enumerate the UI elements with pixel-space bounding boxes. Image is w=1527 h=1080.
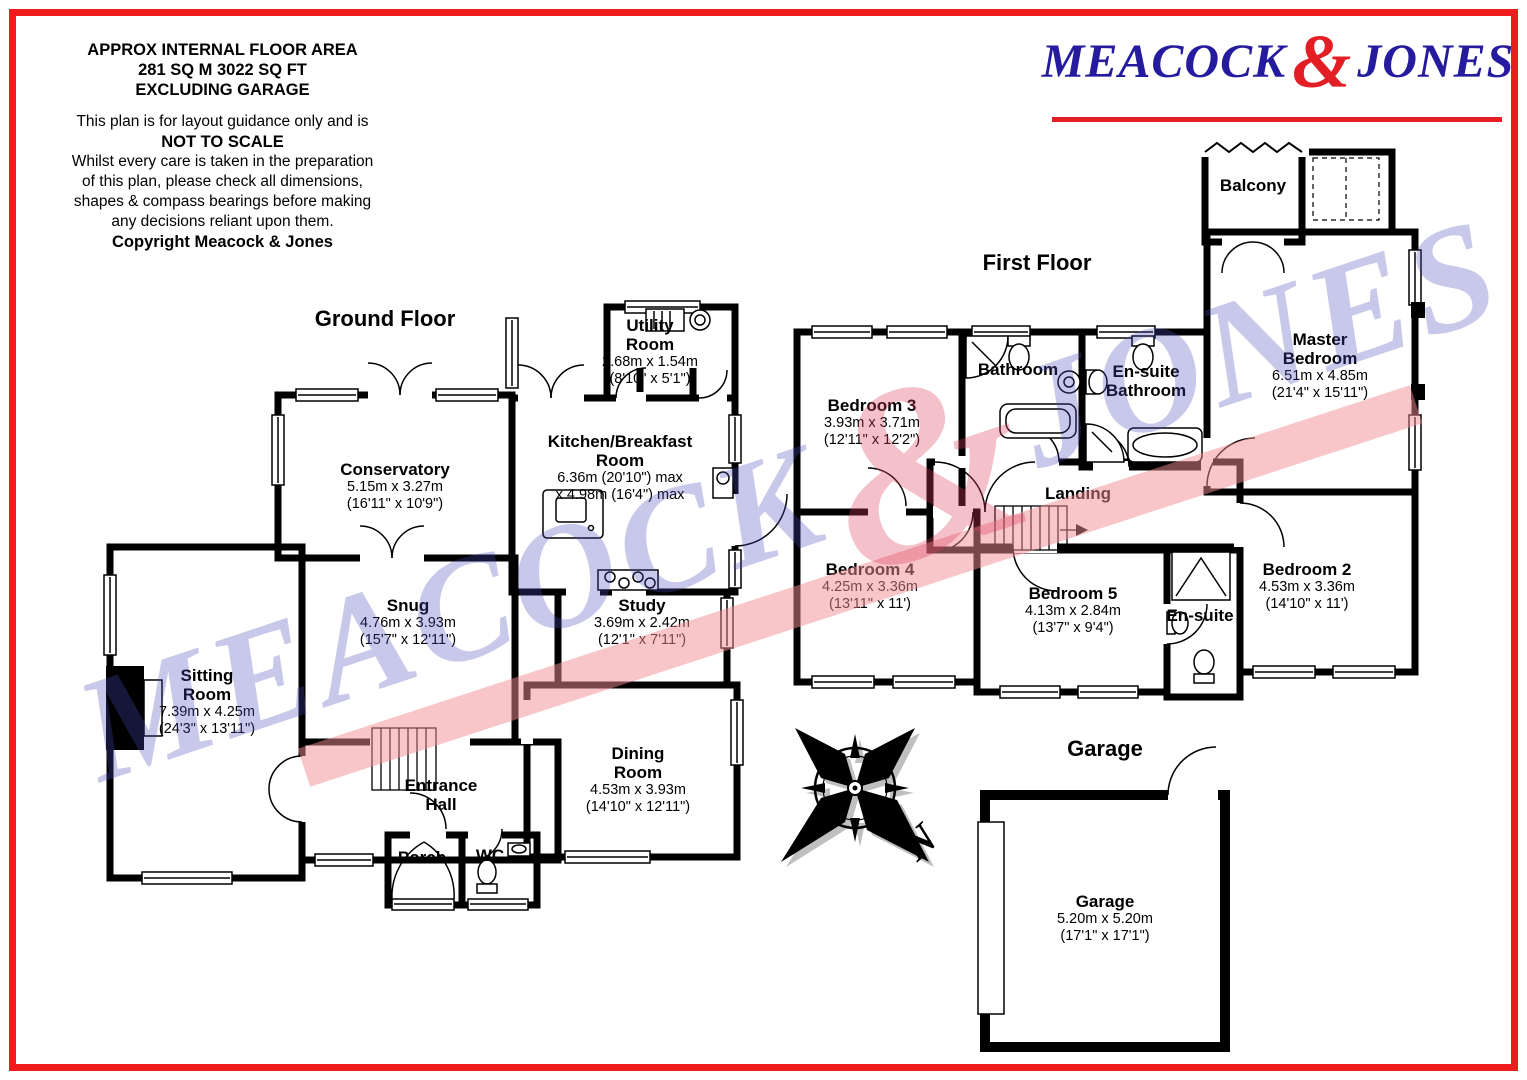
room-label-snug: Snug 4.76m x 3.93m (15'7" x 12'11") [318, 596, 498, 649]
room-dim-metric: 3.69m x 2.42m [594, 615, 690, 631]
room-name: Bedroom 2 [1262, 560, 1352, 579]
room-name: Utility [626, 316, 674, 335]
disclaimer-line: NOT TO SCALE [161, 133, 284, 151]
room-label-landing: Landing [988, 484, 1168, 503]
room-name: Hall [425, 795, 457, 814]
room-dim-metric: 5.20m x 5.20m [1057, 911, 1153, 927]
room-dim-imperial: x 4.98m (16'4") max [555, 487, 685, 503]
room-label-study: Study 3.69m x 2.42m (12'1" x 7'11") [552, 596, 732, 649]
room-label-bedroom-2: Bedroom 2 4.53m x 3.36m (14'10" x 11') [1217, 560, 1397, 613]
disclaimer-line: This plan is for layout guidance only an… [76, 113, 369, 130]
garage-title: Garage [1067, 736, 1143, 761]
room-name: Room [595, 451, 645, 470]
room-label-kitchen: Kitchen/Breakfast Room 6.36m (20'10") ma… [530, 432, 710, 504]
disclaimer-line: shapes & compass bearings before making [73, 193, 372, 210]
room-name: Bedroom 5 [1028, 584, 1118, 603]
disclaimer-line: any decisions reliant upon them. [111, 213, 334, 230]
room-dim-imperial: (15'7" x 12'11") [359, 632, 457, 648]
logo-word-right: JONES [1357, 35, 1515, 88]
room-dim-imperial: (21'4" x 15'11") [1271, 385, 1369, 401]
floor-area-line: EXCLUDING GARAGE [135, 81, 310, 99]
room-name: Room [182, 685, 232, 704]
floor-area-line: 281 SQ M 3022 SQ FT [138, 61, 307, 79]
room-name: Garage [1075, 892, 1135, 911]
room-label-entrance-hall: Entrance Hall [351, 776, 531, 814]
room-name: Conservatory [340, 460, 450, 479]
room-name: Balcony [1219, 176, 1287, 195]
room-dim-metric: 7.39m x 4.25m [159, 704, 255, 720]
room-dim-imperial: (14'10" x 12'11") [585, 799, 691, 815]
room-name: Sitting [180, 666, 234, 685]
room-name: Room [625, 335, 675, 354]
room-name: Dining [611, 744, 665, 763]
room-name: Bedroom 4 [825, 560, 915, 579]
room-dim-imperial: (17'1" x 17'1") [1060, 928, 1150, 944]
room-dim-imperial: (16'11" x 10'9") [346, 496, 444, 512]
room-dim-imperial: (13'11" x 11') [829, 596, 911, 612]
room-name: Bedroom [1282, 349, 1358, 368]
room-label-utility: Utility Room 2.68m x 1.54m (8'10" x 5'1"… [560, 316, 740, 388]
room-name: WC [475, 846, 505, 865]
room-dim-imperial: (12'1" x 7'11") [597, 632, 687, 648]
wardrobe-dashed [1312, 157, 1380, 221]
room-dim-imperial: (8'10" x 5'1") [609, 371, 691, 387]
room-dim-metric: 6.36m (20'10") max [557, 470, 683, 486]
disclaimer-line: Whilst every care is taken in the prepar… [71, 153, 374, 170]
floor-area-line: APPROX INTERNAL FLOOR AREA [87, 41, 358, 59]
room-name: En-suite [1112, 362, 1180, 381]
first-floor-title: First Floor [982, 250, 1092, 275]
room-dim-metric: 3.93m x 3.71m [824, 415, 920, 431]
room-dim-metric: 6.51m x 4.85m [1272, 368, 1368, 384]
room-dim-metric: 4.53m x 3.93m [590, 782, 686, 798]
room-label-porch: Porch [332, 848, 512, 867]
header-block: APPROX INTERNAL FLOOR AREA 281 SQ M 3022… [25, 40, 420, 252]
room-dim-metric: 2.68m x 1.54m [602, 354, 698, 370]
room-name: Porch [397, 848, 447, 867]
room-label-balcony: Balcony [1163, 176, 1343, 195]
room-dim-metric: 4.76m x 3.93m [360, 615, 456, 631]
room-name: Landing [1044, 484, 1112, 503]
room-dim-metric: 4.25m x 3.36m [822, 579, 918, 595]
ground-floor-title: Ground Floor [314, 306, 456, 331]
room-name: Bathroom [1105, 381, 1187, 400]
room-label-ensuite-bathroom: En-suite Bathroom [1056, 362, 1236, 400]
room-dim-imperial: (14'10" x 11') [1265, 596, 1349, 612]
room-label-master-bedroom: Master Bedroom 6.51m x 4.85m (21'4" x 15… [1230, 330, 1410, 402]
room-label-bathroom: Bathroom [928, 360, 1108, 379]
balcony-zigzag [1204, 141, 1303, 154]
room-name: Bedroom 3 [827, 396, 917, 415]
room-name: Kitchen/Breakfast [547, 432, 693, 451]
room-label-conservatory: Conservatory 5.15m x 3.27m (16'11" x 10'… [305, 460, 485, 513]
room-label-bedroom-3: Bedroom 3 3.93m x 3.71m (12'11" x 12'2") [782, 396, 962, 449]
room-name: Room [613, 763, 663, 782]
compass-icon: N [781, 728, 948, 871]
room-dim-metric: 4.53m x 3.36m [1259, 579, 1355, 595]
room-name: Master [1292, 330, 1348, 349]
room-name: Study [618, 596, 666, 615]
disclaimer-line: of this plan, please check all dimension… [82, 173, 363, 190]
room-label-garage: Garage 5.20m x 5.20m (17'1" x 17'1") [1015, 892, 1195, 945]
copyright-line: Copyright Meacock & Jones [112, 233, 333, 251]
room-name: Snug [386, 596, 430, 615]
room-name: Bathroom [977, 360, 1059, 379]
room-label-sitting: Sitting Room 7.39m x 4.25m (24'3" x 13'1… [117, 666, 297, 738]
room-label-wc: WC [400, 846, 580, 865]
room-dim-metric: 5.15m x 3.27m [347, 479, 443, 495]
agency-logo: MEACOCK & JONES [1041, 20, 1515, 104]
logo-word-left: MEACOCK [1041, 35, 1287, 88]
room-dim-imperial: (24'3" x 13'11") [158, 721, 256, 737]
room-dim-imperial: (12'11" x 12'2") [823, 432, 921, 448]
logo-underline [1052, 117, 1502, 122]
room-label-bedroom-4: Bedroom 4 4.25m x 3.36m (13'11" x 11') [780, 560, 960, 613]
room-label-dining: Dining Room 4.53m x 3.93m (14'10" x 12'1… [548, 744, 728, 816]
room-name: Entrance [404, 776, 478, 795]
